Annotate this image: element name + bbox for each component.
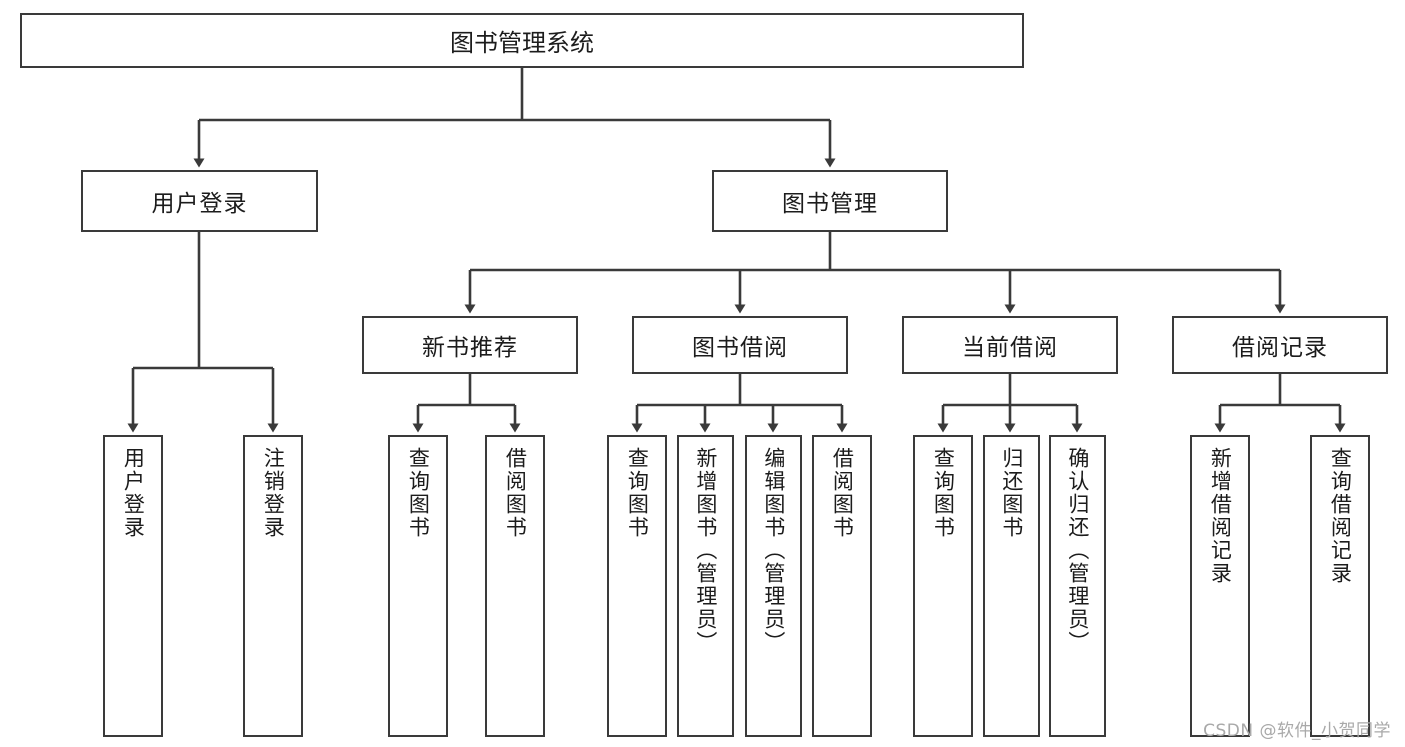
node-root[interactable]: 图书管理系统 <box>20 13 1024 68</box>
leaf-query-book-3-label: 查询图书 <box>931 447 956 539</box>
node-book-borrow[interactable]: 图书借阅 <box>632 316 848 374</box>
leaf-borrow-book-2[interactable]: 借阅图书 <box>812 435 872 737</box>
leaf-query-record-label: 查询借阅记录 <box>1328 447 1353 585</box>
node-book-manage[interactable]: 图书管理 <box>712 170 948 232</box>
node-borrow-record[interactable]: 借阅记录 <box>1172 316 1388 374</box>
node-book-borrow-label: 图书借阅 <box>692 335 788 361</box>
leaf-user-login-label: 用户登录 <box>121 447 146 539</box>
leaf-add-record-label: 新增借阅记录 <box>1208 447 1233 585</box>
leaf-logout-label: 注销登录 <box>261 447 286 539</box>
leaf-query-book-3[interactable]: 查询图书 <box>913 435 973 737</box>
node-user-login-label: 用户登录 <box>151 191 248 217</box>
node-new-book-rec[interactable]: 新书推荐 <box>362 316 578 374</box>
node-new-book-rec-label: 新书推荐 <box>422 335 518 361</box>
leaf-user-login[interactable]: 用户登录 <box>103 435 163 737</box>
leaf-borrow-book-1-label: 借阅图书 <box>503 447 528 539</box>
leaf-query-book-1-label: 查询图书 <box>406 447 431 539</box>
leaf-borrow-book-1[interactable]: 借阅图书 <box>485 435 545 737</box>
leaf-query-book-2[interactable]: 查询图书 <box>607 435 667 737</box>
leaf-add-record[interactable]: 新增借阅记录 <box>1190 435 1250 737</box>
leaf-logout[interactable]: 注销登录 <box>243 435 303 737</box>
leaf-query-book-2-label: 查询图书 <box>625 447 650 539</box>
leaf-edit-book[interactable]: 编辑图书（管理员） <box>745 435 802 737</box>
leaf-return-book[interactable]: 归还图书 <box>983 435 1040 737</box>
leaf-query-book-1[interactable]: 查询图书 <box>388 435 448 737</box>
leaf-return-book-label: 归还图书 <box>999 447 1024 539</box>
leaf-confirm-return[interactable]: 确认归还（管理员） <box>1049 435 1106 737</box>
node-current-borrow-label: 当前借阅 <box>962 335 1058 361</box>
node-root-label: 图书管理系统 <box>450 29 594 57</box>
node-book-manage-label: 图书管理 <box>782 191 878 217</box>
leaf-add-book[interactable]: 新增图书（管理员） <box>677 435 734 737</box>
leaf-borrow-book-2-label: 借阅图书 <box>830 447 855 539</box>
node-borrow-record-label: 借阅记录 <box>1232 335 1328 361</box>
node-user-login[interactable]: 用户登录 <box>81 170 318 232</box>
leaf-query-record[interactable]: 查询借阅记录 <box>1310 435 1370 737</box>
leaf-edit-book-label: 编辑图书（管理员） <box>761 447 786 654</box>
leaf-confirm-return-label: 确认归还（管理员） <box>1065 447 1090 654</box>
leaf-add-book-label: 新增图书（管理员） <box>693 447 718 654</box>
node-current-borrow[interactable]: 当前借阅 <box>902 316 1118 374</box>
